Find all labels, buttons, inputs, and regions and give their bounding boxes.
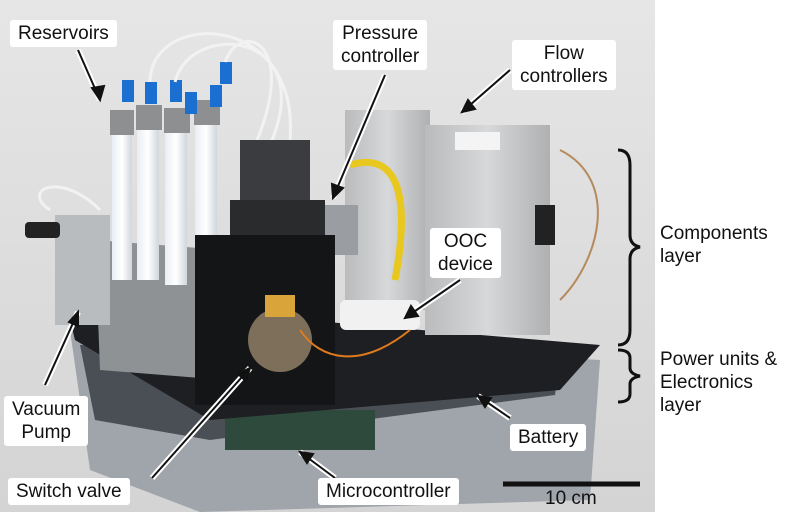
label-pressure-controller: Pressure controller <box>333 20 428 70</box>
orange-wire <box>299 329 411 358</box>
pump-fitting <box>25 222 60 238</box>
wire-bundle <box>559 149 599 301</box>
controller-label <box>455 132 500 150</box>
label-reservoirs: Reservoirs <box>10 20 117 47</box>
ooc-device-body <box>340 300 420 330</box>
label-flow-controllers: Flow controllers <box>512 40 616 90</box>
motor-connector <box>265 295 295 317</box>
valve-top <box>240 140 310 210</box>
label-ooc-device: OOC device <box>430 228 501 278</box>
label-battery: Battery <box>510 424 587 451</box>
white-tubing <box>38 32 292 212</box>
label-scale-bar: 10 cm <box>545 488 597 509</box>
label-power-electronics-layer: Power units & Electronics layer <box>660 349 778 416</box>
label-components-layer: Components layer <box>660 223 768 267</box>
label-microcontroller: Microcontroller <box>318 478 459 505</box>
label-switch-valve: Switch valve <box>8 478 130 505</box>
qr-code <box>535 205 555 245</box>
label-vacuum-pump: Vacuum Pump <box>4 396 89 446</box>
motor <box>248 308 312 372</box>
vacuum-pump <box>55 215 110 325</box>
